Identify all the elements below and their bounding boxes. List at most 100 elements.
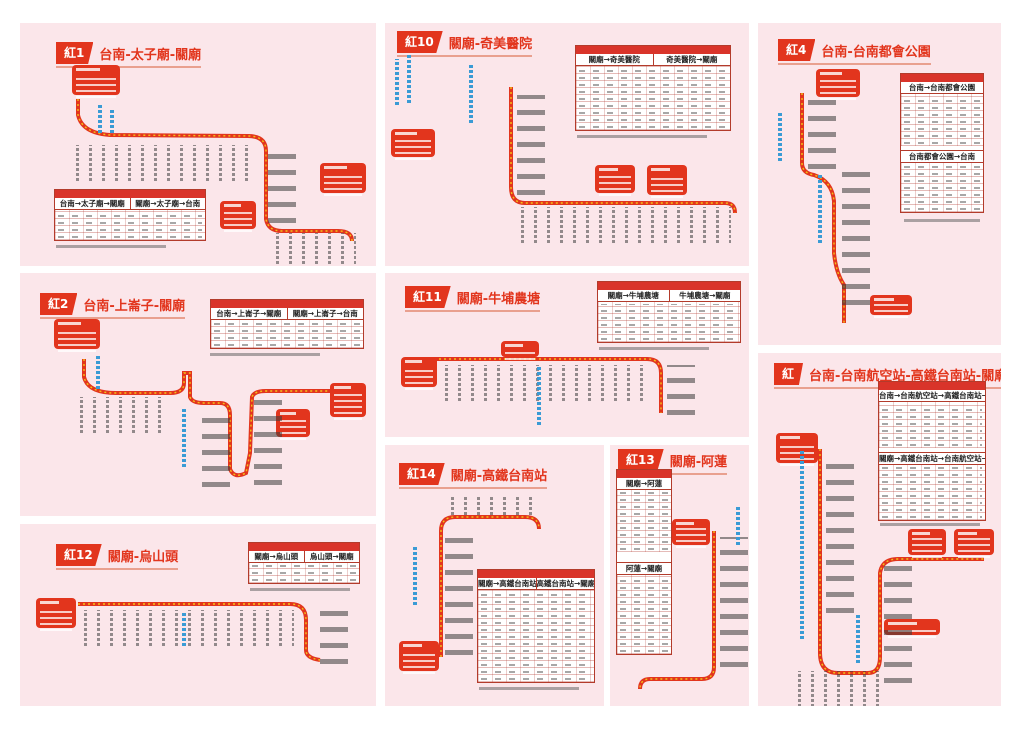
title-underline: [56, 568, 179, 570]
timetable-col-return: 牛埔農塘→關廟: [679, 291, 731, 300]
transfer-line: [407, 53, 411, 103]
timetable-note: [904, 219, 980, 222]
transfer-line: [856, 613, 860, 663]
transfer-callout: [672, 519, 710, 545]
timetable-grid: [576, 66, 730, 130]
timetable-grid: [901, 94, 983, 146]
transfer-line: [736, 505, 740, 545]
route-name: 台南-台南航空站-高鐵台南站-關廟: [809, 368, 1001, 384]
route-number: 紅11: [405, 286, 451, 308]
timetable-r14: 關廟→高鐵台南站 高鐵台南站→關廟: [477, 569, 595, 683]
timetable-r12: 關廟→烏山頭 烏山頭→關廟: [248, 542, 360, 584]
stop-labels: [445, 535, 473, 655]
timetable-col-outbound: 台南→台南航空站→高鐵台南站→關廟: [879, 391, 985, 400]
stop-labels: [84, 610, 294, 646]
transfer-callout: [320, 163, 366, 193]
timetable-header: 台南→太子廟→關廟 關廟→太子廟→台南: [55, 198, 205, 210]
stop-labels: [268, 143, 296, 223]
timetable-grid: [901, 162, 983, 212]
stop-labels: [720, 537, 748, 667]
timetable-caption: [249, 543, 359, 551]
route-panel-r11: 紅11 關廟-牛埔農塘 關廟→牛埔農塘 牛埔農塘→關廟: [385, 273, 749, 437]
transfer-callout: [36, 598, 76, 628]
route-name: 關廟-高鐵台南站: [450, 468, 548, 484]
route-title-r11: 紅11 關廟-牛埔農塘: [405, 286, 541, 312]
route-panel-r14: 紅14 關廟-高鐵台南站 關廟→高鐵台南站 高鐵台南站→關廟: [385, 445, 604, 706]
timetable-col-outbound: 關廟→烏山頭: [249, 551, 305, 562]
title-underline: [56, 66, 202, 68]
transfer-line: [537, 365, 541, 425]
transfer-line: [778, 111, 782, 161]
route-number: 紅12: [56, 544, 102, 566]
timetable-note: [250, 588, 350, 591]
stop-labels: [254, 397, 282, 485]
route-number: 紅4: [778, 39, 816, 61]
timetable-r4: 台南→台南都會公園 台南都會公園→台南: [900, 73, 984, 213]
timetable-header: 台南→台南都會公園: [901, 82, 983, 94]
timetable-col-outbound: 關廟→高鐵台南站: [478, 578, 537, 589]
transfer-line: [98, 103, 102, 133]
route-number: 紅3: [774, 363, 804, 385]
timetable-note: [880, 523, 980, 526]
route-name: 關廟-奇美醫院: [448, 36, 533, 52]
title-underline: [405, 310, 541, 312]
stop-labels: [798, 671, 888, 706]
route-name: 關廟-烏山頭: [107, 549, 179, 565]
stop-labels: [80, 397, 170, 433]
transfer-callout: [595, 165, 635, 193]
stop-labels: [76, 145, 256, 181]
transfer-line: [818, 173, 822, 243]
timetable-caption: [576, 46, 730, 54]
timetable-col-return: 烏山頭→關廟: [309, 552, 354, 561]
timetable-header: 關廟→高鐵台南站 高鐵台南站→關廟: [478, 578, 594, 590]
route-number: 紅14: [399, 463, 445, 485]
timetable-grid: [617, 574, 671, 654]
timetable-grid: [55, 210, 205, 240]
stop-labels: [826, 463, 854, 613]
transfer-callout: [647, 165, 687, 195]
timetable-col-return: 台南都會公園→台南: [908, 152, 976, 161]
timetable-r10: 關廟→奇美醫院 奇美醫院→關廟: [575, 45, 731, 131]
transfer-line: [413, 545, 417, 605]
transfer-line: [96, 355, 100, 389]
timetable-grid: [879, 464, 985, 520]
timetable-r13: 關廟→阿蓮 阿蓮→關廟: [616, 469, 672, 655]
transfer-line: [182, 407, 186, 467]
transfer-callout: [954, 529, 994, 555]
transfer-line: [110, 109, 114, 133]
timetable-note: [56, 245, 166, 248]
route-name: 關廟-阿蓮: [669, 454, 728, 470]
timetable-note: [479, 687, 579, 690]
route-panel-r3: 紅3 台南-台南航空站-高鐵台南站-關廟 台南→台南航空站→高鐵台南站→關廟 關…: [758, 353, 1001, 706]
title-underline: [618, 473, 728, 475]
route-title-r13: 紅13 關廟-阿蓮: [618, 449, 728, 475]
route-title-r10: 紅10 關廟-奇美醫院: [397, 31, 533, 57]
route-panel-r13: 紅13 關廟-阿蓮 關廟→阿蓮 阿蓮→關廟: [610, 445, 749, 706]
transfer-callout: [501, 341, 539, 357]
timetable-col-outbound: 台南→太子廟→關廟: [55, 198, 131, 209]
timetable-col-return: 關廟→太子廟→台南: [135, 199, 201, 208]
route-number: 紅1: [56, 42, 94, 64]
route-name: 關廟-牛埔農塘: [456, 291, 541, 307]
route-title-r14: 紅14 關廟-高鐵台南站: [399, 463, 548, 489]
timetable-col-return: 高鐵台南站→關廟: [536, 579, 595, 588]
route-panel-r1: 紅1 台南-太子廟-關廟 台南→太子廟→關廟 關廟→太子廟→台南: [20, 23, 376, 266]
transfer-line: [469, 63, 473, 123]
timetable-header: 關廟→牛埔農塘 牛埔農塘→關廟: [598, 290, 740, 302]
timetable-grid: [478, 590, 594, 682]
stop-labels: [667, 365, 695, 415]
timetable-caption: [617, 470, 671, 478]
timetable-grid: [879, 402, 985, 448]
transfer-callout: [72, 65, 120, 95]
transfer-callout: [908, 529, 946, 555]
title-underline: [40, 317, 186, 319]
transfer-callout: [870, 295, 912, 315]
timetable-grid: [617, 490, 671, 552]
timetable-grid: [598, 302, 740, 342]
route-title-r4: 紅4 台南-台南都會公園: [778, 39, 931, 65]
timetable-note: [599, 347, 709, 350]
transfer-callout: [816, 69, 860, 97]
title-underline: [399, 487, 548, 489]
timetable-caption: [478, 570, 594, 578]
transfer-callout: [401, 357, 437, 387]
